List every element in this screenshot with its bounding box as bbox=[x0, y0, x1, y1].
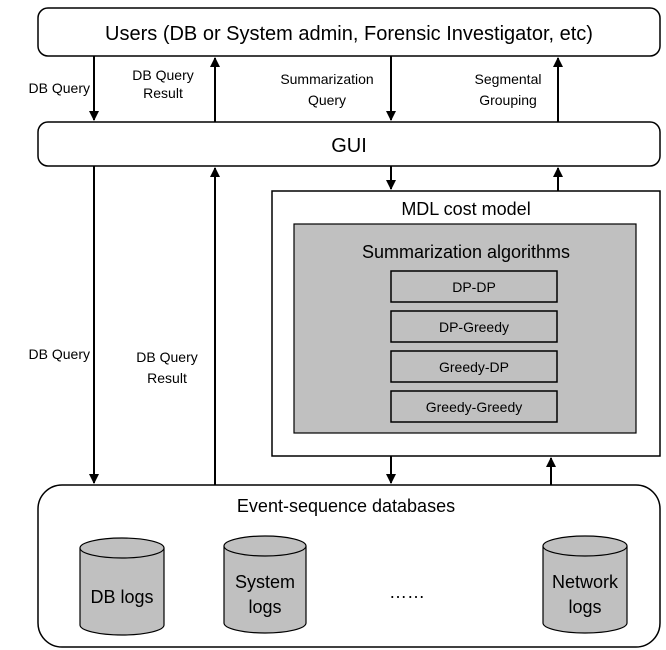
gui-box: GUI bbox=[37, 121, 661, 167]
svg-text:DB Query: DB Query bbox=[136, 349, 197, 365]
databases-title: Event-sequence databases bbox=[237, 496, 455, 516]
users-label: Users (DB or System admin, Forensic Inve… bbox=[105, 23, 593, 45]
algorithm-item-dp-dp: DP-DP bbox=[390, 270, 558, 303]
gui-label: GUI bbox=[331, 135, 367, 157]
svg-text:DB Query: DB Query bbox=[132, 67, 193, 83]
summarization-algorithms-box: Summarization algorithms DP-DP DP-Greedy… bbox=[293, 223, 637, 434]
svg-text:Grouping: Grouping bbox=[479, 92, 537, 108]
network-logs-cylinder: Network logs bbox=[542, 535, 628, 634]
svg-text:Network: Network bbox=[552, 572, 619, 592]
svg-text:DP-DP: DP-DP bbox=[452, 279, 496, 295]
arrow-top-summarization-query: Summarization Query bbox=[280, 56, 396, 121]
ellipsis: …… bbox=[389, 582, 425, 602]
svg-text:DB Query: DB Query bbox=[29, 346, 90, 362]
svg-text:Greedy-DP: Greedy-DP bbox=[439, 359, 509, 375]
algorithm-item-greedy-dp: Greedy-DP bbox=[390, 350, 558, 383]
arrow-top-segmental-grouping: Segmental Grouping bbox=[475, 57, 563, 122]
algorithm-item-dp-greedy: DP-Greedy bbox=[390, 310, 558, 343]
arrow-top-db-query: DB Query bbox=[29, 56, 99, 121]
svg-text:System: System bbox=[235, 572, 295, 592]
arrow-top-db-query-result: DB Query Result bbox=[132, 57, 220, 122]
svg-text:Segmental: Segmental bbox=[475, 71, 542, 87]
summarization-title: Summarization algorithms bbox=[362, 242, 570, 262]
svg-text:logs: logs bbox=[568, 597, 601, 617]
event-sequence-databases-box: Event-sequence databases DB logs System … bbox=[37, 484, 661, 648]
svg-text:DP-Greedy: DP-Greedy bbox=[439, 319, 509, 335]
svg-text:Greedy-Greedy: Greedy-Greedy bbox=[426, 399, 522, 415]
svg-text:Summarization: Summarization bbox=[280, 71, 373, 87]
algorithm-item-greedy-greedy: Greedy-Greedy bbox=[390, 390, 558, 423]
svg-text:logs: logs bbox=[248, 597, 281, 617]
arrow-bottom-db-query: DB Query bbox=[29, 166, 99, 484]
users-box: Users (DB or System admin, Forensic Inve… bbox=[37, 7, 661, 57]
svg-text:DB logs: DB logs bbox=[90, 587, 153, 607]
system-logs-cylinder: System logs bbox=[223, 535, 307, 634]
svg-text:Result: Result bbox=[143, 85, 183, 101]
mdl-label: MDL cost model bbox=[401, 199, 530, 219]
svg-text:Result: Result bbox=[147, 370, 187, 386]
svg-text:DB Query: DB Query bbox=[29, 80, 90, 96]
svg-text:Query: Query bbox=[308, 92, 346, 108]
db-logs-cylinder: DB logs bbox=[79, 537, 165, 636]
arrow-bottom-db-query-result: DB Query Result bbox=[136, 167, 220, 485]
